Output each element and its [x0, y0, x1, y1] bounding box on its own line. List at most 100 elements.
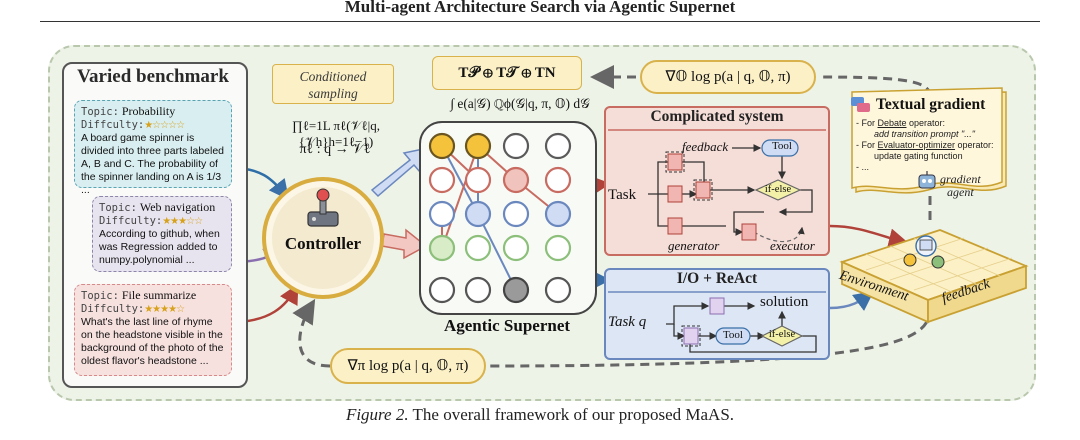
node-4-4 — [544, 234, 572, 262]
supernet-graph — [419, 121, 597, 315]
react-system-title: I/O + ReAct — [676, 270, 758, 287]
topic-value: File summarize — [121, 288, 197, 302]
tg-line5: - ... — [856, 162, 869, 172]
react-flow — [608, 291, 826, 353]
node-3-4 — [544, 200, 572, 228]
if-else-label: if-else — [764, 184, 792, 195]
difficulty-stars: ★★★★☆ — [144, 304, 185, 315]
operator-sum-box: T𝒫 ⊕ T𝒯 ⊕ TN — [432, 56, 582, 90]
topic-value: Probability — [121, 104, 176, 118]
react-task-label: Task q — [608, 314, 647, 330]
node-4-2 — [464, 234, 492, 262]
generator-label: generator — [668, 238, 720, 253]
cond-line-2: sampling — [308, 86, 358, 101]
node-3-3 — [502, 200, 530, 228]
sampling-policy-formula: πℓ : q → 𝒱ℓ — [299, 142, 371, 157]
node-2-2 — [464, 166, 492, 194]
node-1-2 — [464, 132, 492, 160]
textual-gradient-body: - For Debate operator: add transition pr… — [856, 118, 1006, 173]
operator-gradient-pill: ∇𝕆 log p(a | q, 𝕆, π) — [640, 60, 816, 94]
dashed-loop-bottom — [292, 298, 331, 368]
joystick-icon — [307, 188, 339, 227]
node-2-3 — [502, 166, 530, 194]
tg-line1-suffix: operator: — [906, 118, 946, 128]
op-block-2 — [667, 185, 683, 203]
node-1-1 — [428, 132, 456, 160]
controller-label: Controller — [284, 234, 362, 253]
node-2-1 — [428, 166, 456, 194]
executor-label: executor — [770, 238, 815, 253]
tool-cylinder — [761, 139, 799, 157]
big-arrow-controller-right — [381, 228, 428, 260]
tg-line3-prefix: - For — [856, 140, 878, 150]
card-question: According to github, when was Regression… — [99, 228, 220, 266]
difficulty-stars: ★★★☆☆ — [162, 216, 203, 227]
tg-line1-prefix: - For — [856, 118, 878, 128]
benchmark-card-probability: Topic: Probability Diffculty:★☆☆☆☆ A boa… — [74, 100, 232, 196]
benchmark-card-file-summarize: Topic: File summarize Diffculty:★★★★☆ Wh… — [74, 284, 232, 376]
difficulty-key: Diffculty: — [81, 119, 145, 131]
solution-label: solution — [760, 294, 809, 310]
node-5-2 — [464, 276, 492, 304]
node-5-1 — [428, 276, 456, 304]
caption-text: The overall framework of our proposed Ma… — [408, 405, 735, 424]
tg-line2: add transition prompt "..." — [874, 129, 975, 139]
robot-icon — [918, 171, 936, 189]
op-block-4 — [695, 181, 711, 199]
node-1-3 — [502, 132, 530, 160]
node-3-1 — [428, 200, 456, 228]
topic-key: Topic: — [81, 106, 119, 118]
feedback-label: feedback — [682, 139, 729, 154]
chat-bubbles-icon — [851, 97, 870, 112]
card-question: What's the last line of rhyme on the hea… — [81, 316, 224, 367]
benchmark-title: Varied benchmark — [77, 66, 229, 87]
op-block-1 — [667, 153, 683, 171]
conditioned-sampling-box: Conditioned sampling — [272, 64, 394, 104]
node-5-4 — [544, 276, 572, 304]
tg-line4: update gating function — [874, 151, 963, 161]
topic-value: Web navigation — [139, 200, 216, 214]
tg-debate-op: Debate — [877, 118, 907, 128]
if-else-diamond — [754, 179, 802, 201]
tg-line3-suffix: operator: — [955, 140, 994, 150]
node-2-4 — [544, 166, 572, 194]
gradient-agent-line2: agent — [947, 185, 974, 199]
caption-figure-number: Figure 2. — [345, 405, 409, 424]
difficulty-key: Diffculty: — [99, 215, 163, 227]
tg-evaluator-op: Evaluator-optimizer — [877, 140, 956, 150]
topic-key: Topic: — [81, 290, 119, 302]
react-op-block-2 — [683, 327, 699, 345]
complicated-system-flow — [608, 129, 826, 243]
complicated-task-label: Task — [608, 187, 637, 203]
node-5-3 — [502, 276, 530, 304]
node-3-2 — [464, 200, 492, 228]
header-rule — [40, 21, 1040, 22]
arrow-complicated-env — [829, 224, 909, 249]
react-if-else-label: if-else — [768, 329, 796, 340]
environment-people-icon — [903, 235, 945, 269]
topic-key: Topic: — [99, 202, 137, 214]
complicated-system-box — [604, 106, 830, 256]
supernet-label: Agentic Supernet — [443, 316, 571, 335]
figure-caption: Figure 2. The overall framework of our p… — [0, 405, 1080, 425]
textual-gradient-document — [851, 87, 1007, 194]
react-tool-label: Tool — [722, 329, 743, 341]
sampling-product-formula: ∏ℓ=1L πℓ(𝒱ℓ|q, {𝒱h}h=1ℓ−1) — [292, 118, 380, 149]
node-4-3 — [502, 234, 530, 262]
cond-line-1: Conditioned — [299, 69, 367, 84]
node-1-4 — [544, 132, 572, 160]
react-op-block-1 — [709, 297, 725, 315]
tool-label: Tool — [771, 140, 792, 152]
difficulty-key: Diffculty: — [81, 303, 145, 315]
benchmark-card-web-navigation: Topic: Web navigation Diffculty:★★★☆☆ Ac… — [92, 196, 232, 272]
difficulty-stars: ★☆☆☆☆ — [144, 120, 185, 131]
op-block-5 — [741, 223, 757, 241]
gradient-agent-line1: gradient — [940, 172, 981, 186]
op-block-3 — [667, 217, 683, 235]
textual-gradient-title: Textual gradient — [876, 96, 986, 113]
gradient-agent-label: gradient agent — [940, 173, 981, 199]
complicated-system-title: Complicated system — [650, 108, 784, 125]
react-tool-cylinder — [715, 327, 751, 345]
controller-gradient-pill: ∇π log p(a | q, 𝕆, π) — [330, 348, 486, 384]
paper-running-header: Multi-agent Architecture Search via Agen… — [344, 0, 736, 16]
